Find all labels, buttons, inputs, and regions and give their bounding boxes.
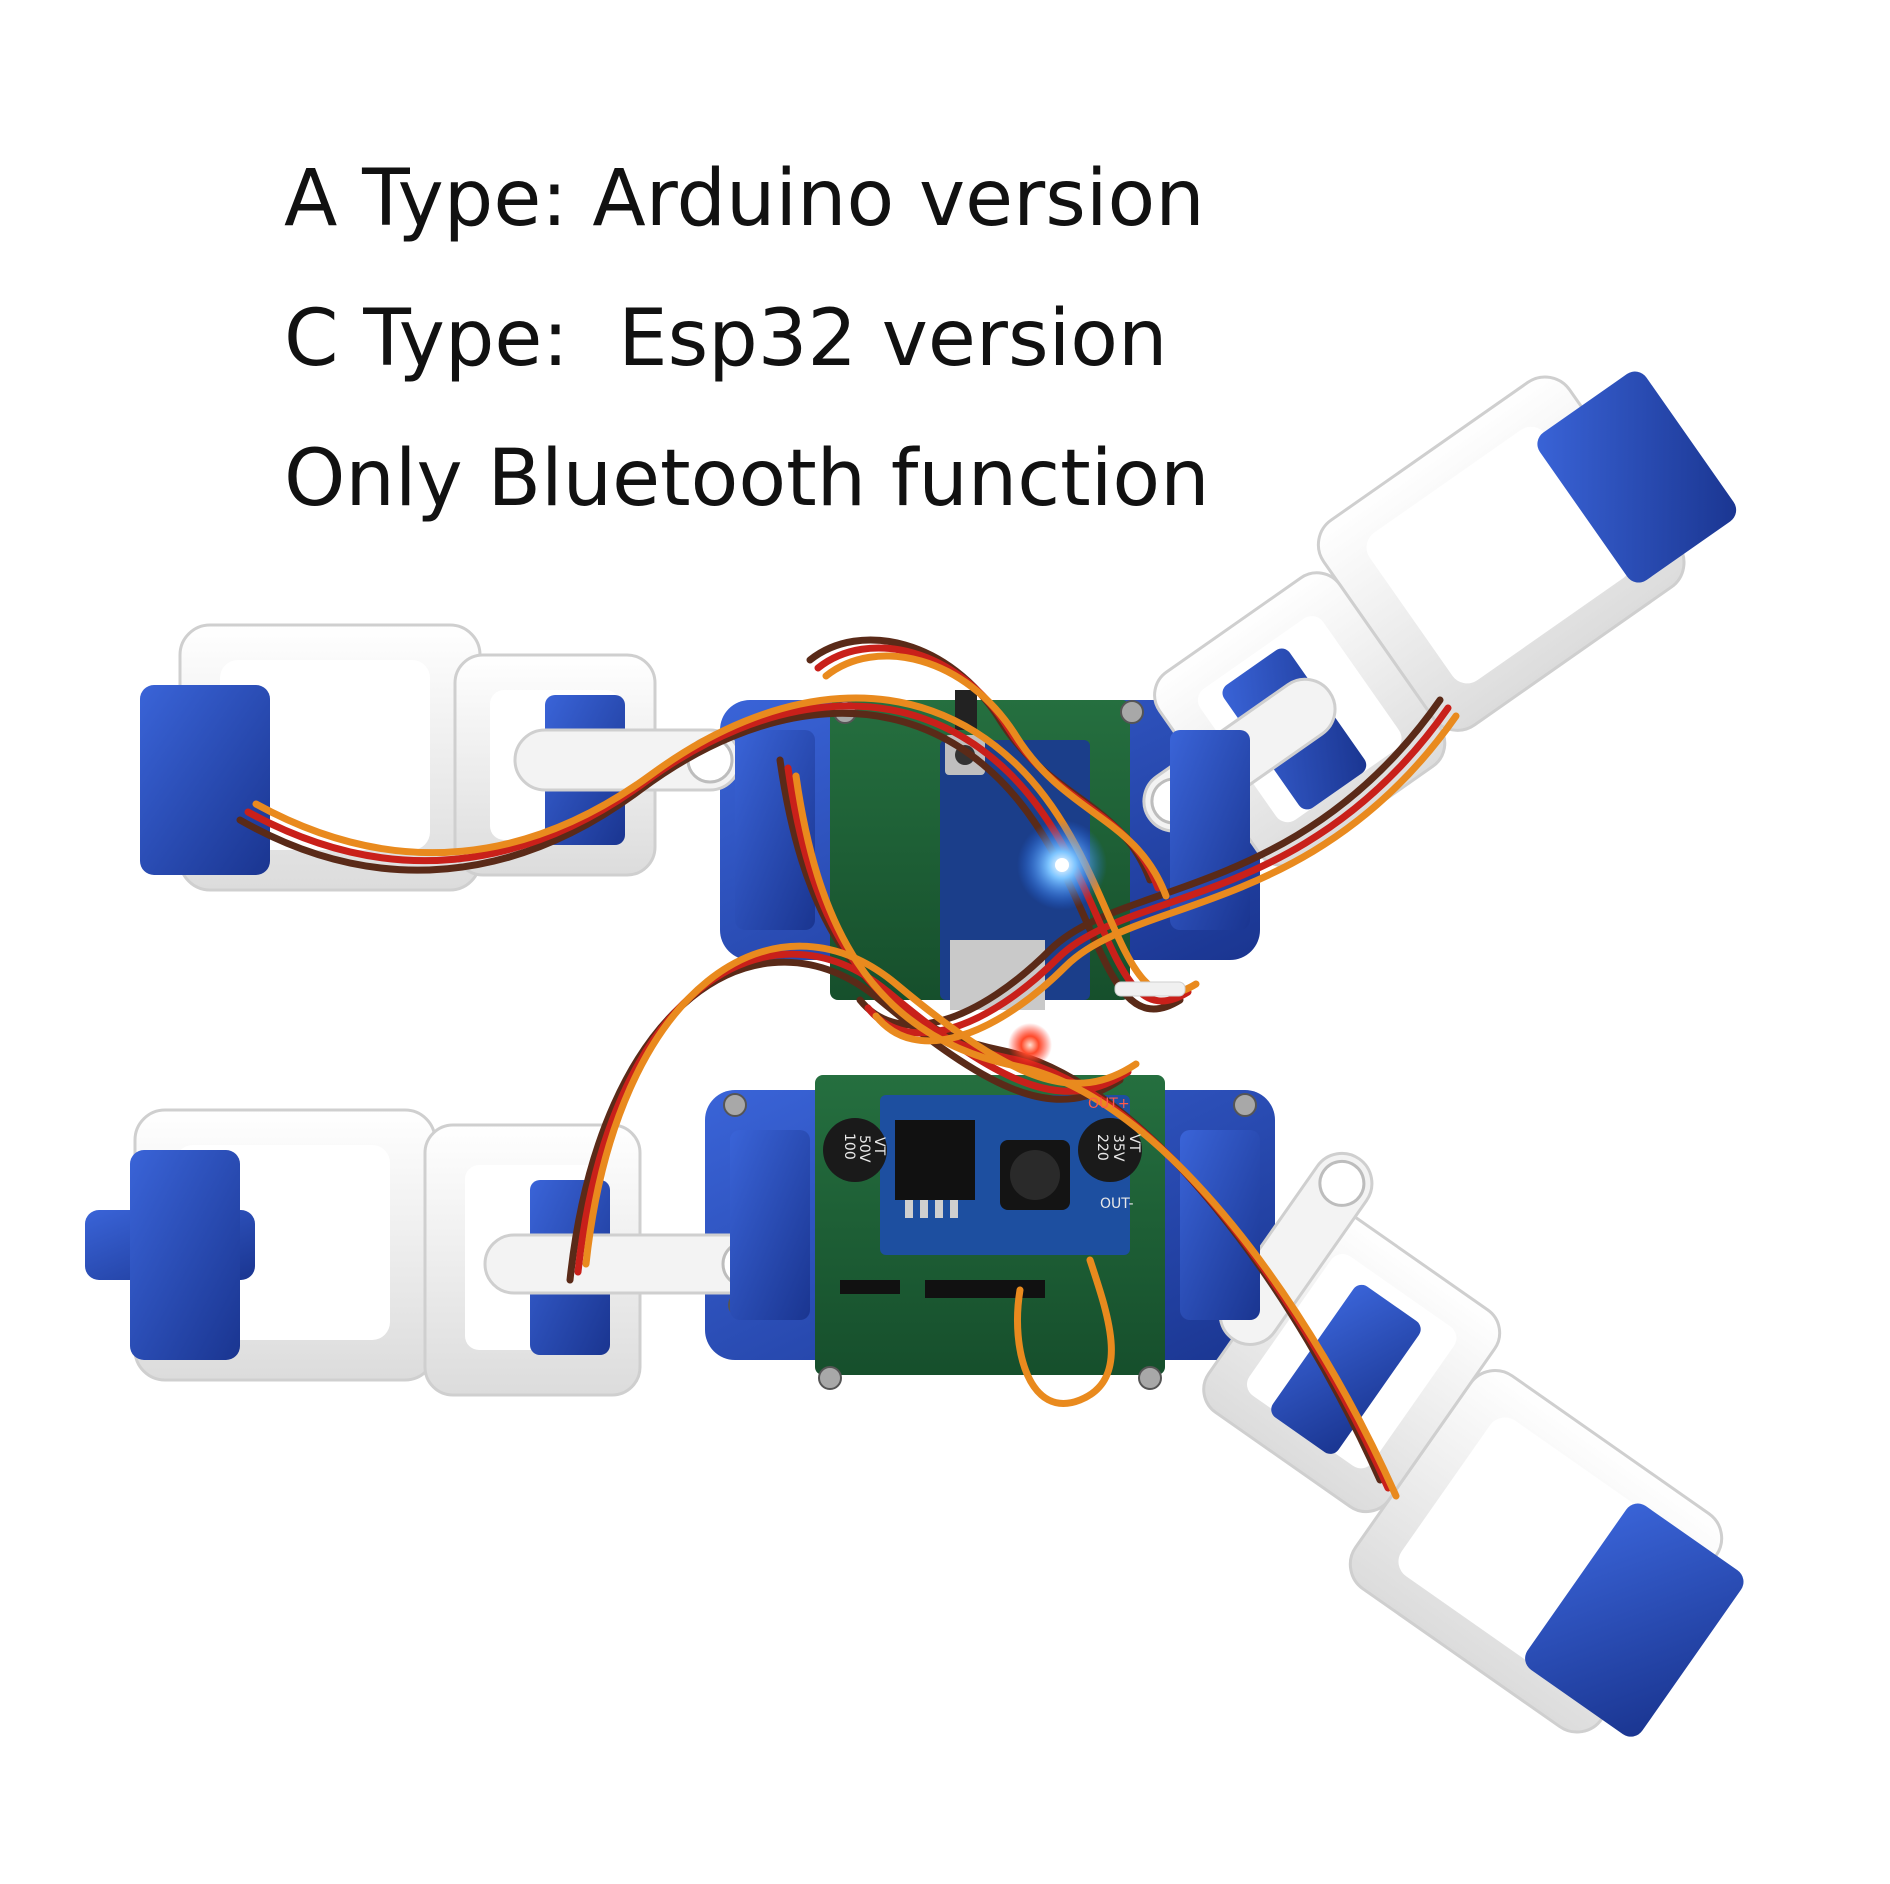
leg-front-left: [140, 623, 742, 892]
servo-rr-hip: [1525, 1503, 1744, 1737]
cap1-value-label: 100: [841, 1133, 857, 1160]
caption-line-arduino: A Type: Arduino version: [284, 154, 1205, 244]
capacitor-220uf: [1078, 1118, 1142, 1182]
header-pins: [925, 1280, 1045, 1298]
caption-line-esp32: C Type: Esp32 version: [284, 294, 1168, 384]
cap2-voltage-label: 35V: [1110, 1134, 1126, 1162]
cap1-voltage-label: 50V: [856, 1135, 872, 1163]
capacitor-100uf: [823, 1118, 887, 1182]
cap2-value-label: 220: [1094, 1134, 1110, 1161]
caption-line-bluetooth: Only Bluetooth function: [284, 434, 1210, 524]
servo-rr-knee: [1271, 1284, 1421, 1454]
servo-fr-hip: [1537, 371, 1737, 583]
cable-tie: [1114, 981, 1186, 997]
cap2-mark-label: VT: [1126, 1134, 1142, 1153]
out-plus-label: OUT+: [1088, 1096, 1130, 1112]
body-servos: [730, 730, 1260, 1320]
out-minus-label: OUT-: [1100, 1196, 1134, 1212]
leg-rear-left: [85, 1108, 777, 1397]
servo-wires: [236, 636, 1460, 1500]
cap1-mark-label: VT: [871, 1137, 887, 1156]
red-power-led: [1008, 1023, 1052, 1067]
servo-fl-hip: [140, 685, 270, 875]
